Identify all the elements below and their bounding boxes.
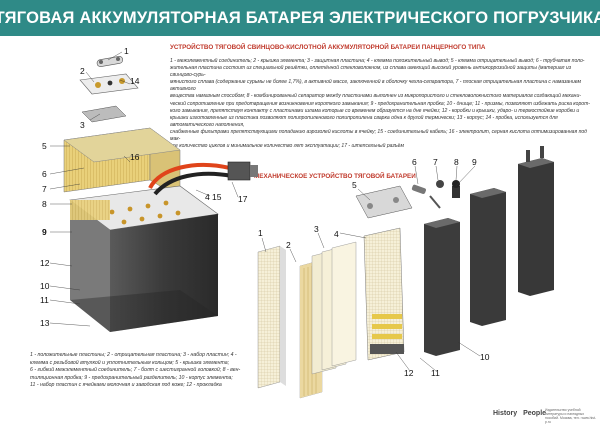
label-13: 13	[40, 318, 50, 328]
label-6: 6	[42, 169, 47, 179]
label-4-left: 4	[205, 192, 210, 202]
desc-bottom-line: 1 - положительные пластины; 2 - отрицате…	[30, 352, 237, 358]
brand-a: History	[493, 410, 518, 417]
desc-line: крышки изготовленные из пластика позволя…	[170, 114, 558, 128]
publisher-info: Издательство учебной литературы и нагляд…	[545, 408, 597, 424]
desc-line: снабженные фильтрами препятствующими поп…	[170, 128, 587, 143]
desc-line: 1 - межэлементный соединитель; 2 - крышк…	[170, 58, 585, 64]
description-main: 1 - межэлементный соединитель; 2 - крышк…	[170, 58, 592, 150]
label-5: 5	[42, 141, 47, 151]
section-main-title: УСТРОЙСТВО ТЯГОВОЙ СВИНЦОВО-КИСЛОТНОЙ АК…	[170, 44, 486, 51]
desc-bottom-line: 11 - набор пластин с ячейками молочная и…	[30, 382, 222, 389]
desc-line: вещества намазным способом; 8 - комбинир…	[170, 93, 581, 100]
desc-bottom-line: тиляционная пробка; 9 - предохранительны…	[30, 374, 233, 381]
leader-lines	[49, 51, 239, 327]
connector-part	[96, 56, 124, 67]
mech-label-3: 3	[314, 224, 319, 234]
mech-label-10: 10	[480, 352, 490, 362]
cable-assembly	[148, 161, 258, 196]
mech-label-9: 9	[472, 157, 477, 167]
desc-line: все количество циклов и минимальное коли…	[170, 143, 404, 150]
cell-cases	[424, 146, 554, 356]
label-11: 11	[40, 295, 49, 305]
label-1: 1	[124, 46, 129, 56]
label-3: 3	[80, 120, 85, 130]
section-mech-title: МЕХАНИЧЕСКОЕ УСТРОЙСТВО ТЯГОВОЙ БАТАРЕИ	[254, 173, 416, 180]
label-9: 9	[42, 227, 47, 237]
mech-label-1: 1	[258, 228, 263, 238]
desc-bottom-line: 6 - гибкий межэлементный соединитель; 7 …	[30, 367, 241, 374]
mech-label-5: 5	[352, 180, 357, 190]
label-7: 7	[42, 184, 47, 194]
protective-plate-part	[81, 105, 127, 123]
mech-label-6: 6	[412, 157, 417, 167]
title-bar: ТЯГОВАЯ АККУМУЛЯТОРНАЯ БАТАРЕЯ ЭЛЕКТРИЧЕ…	[0, 0, 600, 36]
publisher-brand: History People	[493, 410, 546, 417]
desc-line: кого замыкания, препятствуя контакту с п…	[170, 107, 580, 114]
mech-label-12: 12	[404, 368, 414, 378]
mech-label-11: 11	[431, 368, 440, 378]
mech-label-4: 4	[334, 229, 339, 239]
poster-title: ТЯГОВАЯ АККУМУЛЯТОРНАЯ БАТАРЕЯ ЭЛЕКТРИЧЕ…	[0, 8, 600, 27]
label-17: 17	[238, 194, 248, 204]
desc-line: жительная пластина состоит из специально…	[170, 65, 572, 79]
label-12: 12	[40, 258, 50, 268]
label-2: 2	[80, 66, 85, 76]
label-16: 16	[130, 152, 140, 162]
desc-line: мянистого сплава (содержание сурьмы не б…	[170, 79, 581, 93]
battery-box	[63, 127, 219, 332]
label-15: 15	[212, 192, 222, 202]
mech-label-8: 8	[454, 157, 459, 167]
small-components	[411, 180, 460, 209]
cell-lid	[355, 185, 413, 219]
desc-bottom-line: клемма с резьбовой втулкой и уплотнитель…	[30, 359, 230, 366]
mech-label-7: 7	[433, 157, 438, 167]
label-14: 14	[130, 76, 140, 86]
desc-line: ческий сопротивление при предотвращения …	[170, 100, 590, 107]
label-10: 10	[40, 281, 50, 291]
label-8: 8	[42, 199, 47, 209]
description-bottom: 1 - положительные пластины; 2 - отрицате…	[30, 352, 245, 390]
plates-exploded	[257, 227, 405, 399]
mech-label-2: 2	[286, 240, 291, 250]
brand-b: People	[523, 410, 547, 417]
